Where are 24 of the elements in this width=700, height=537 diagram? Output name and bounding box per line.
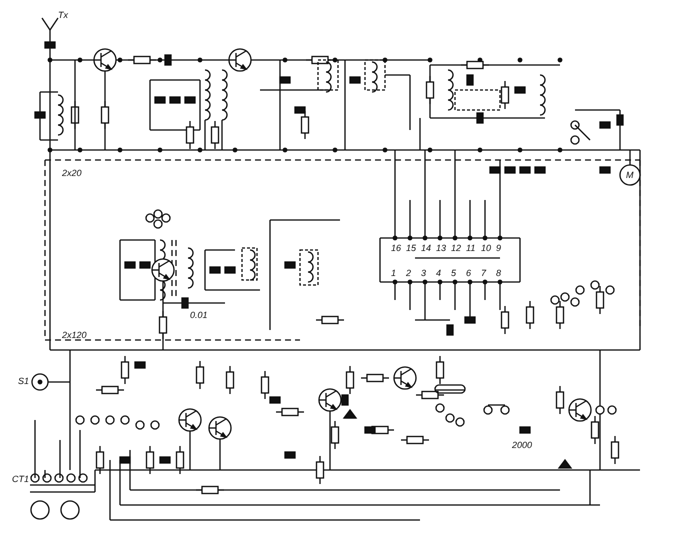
component-label: 15 <box>406 243 416 253</box>
component-label: 5 <box>451 268 456 278</box>
component-label: 16 <box>391 243 402 253</box>
component-label: 2x20 <box>62 168 82 178</box>
component-label: 12 <box>451 243 462 253</box>
component-label: M <box>626 170 634 180</box>
component-label: 2x120 <box>62 330 87 340</box>
component-label: 9 <box>496 243 502 253</box>
component-label: 6 <box>466 268 472 278</box>
component-label: 2 <box>406 268 412 278</box>
component-label: CT1 <box>12 474 30 484</box>
component-label: 8 <box>496 268 502 278</box>
component-label: 2000 <box>512 440 532 450</box>
component-label: 14 <box>421 243 432 253</box>
component-label: 11 <box>466 243 476 253</box>
component-label: 13 <box>436 243 446 253</box>
component-label: Tx <box>58 10 68 20</box>
component-label: 1 <box>391 268 396 278</box>
component-label: 4 <box>436 268 442 278</box>
component-label: S1 <box>18 376 30 386</box>
component-label: 3 <box>421 268 426 278</box>
component-label: 7 <box>481 268 486 278</box>
component-label: 10 <box>481 243 492 253</box>
component-label: 0.01 <box>190 310 208 320</box>
